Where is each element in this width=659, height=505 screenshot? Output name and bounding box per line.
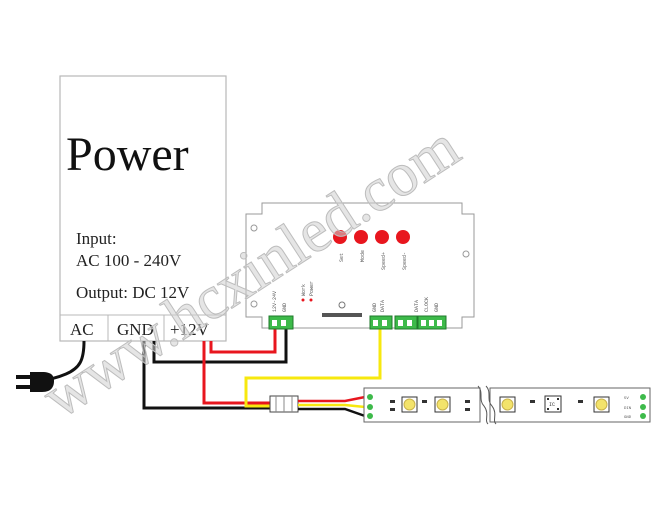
led-chip <box>401 396 418 413</box>
input-label: Input: <box>76 229 117 248</box>
label-right-clock: CLOCK <box>424 297 430 312</box>
red-wire-controller <box>209 328 277 354</box>
power-supply: Power Input: AC 100 - 240V Output: DC 12… <box>59 75 227 342</box>
label-mid-gnd: GND <box>372 303 378 312</box>
terminal-gnd: GND <box>117 320 154 339</box>
wires <box>142 328 382 418</box>
speed-up-button <box>375 230 389 244</box>
label-12v-24v: 12V-24V <box>272 291 278 312</box>
label-right-data: DATA <box>414 300 420 312</box>
output-spec: Output: DC 12V <box>76 283 190 302</box>
terminal-block-data <box>369 315 393 330</box>
black-wire-controller <box>152 328 288 364</box>
led-chip <box>434 396 451 413</box>
terminal-block-aux <box>394 315 418 330</box>
ic-chip: IC <box>544 395 562 413</box>
label-mid-data: DATA <box>380 300 386 312</box>
pad-label-5v: 5V <box>624 397 629 401</box>
label-work: Work <box>301 284 307 296</box>
button-label-speed-up: Speed+ <box>381 252 387 270</box>
pad-label-din: DIN <box>624 407 632 411</box>
ac-plug-icon <box>16 340 86 392</box>
input-range: AC 100 - 240V <box>76 251 182 270</box>
button-label-mode: Mode <box>360 250 366 262</box>
controller: Set Mode Speed+ Speed- 12V-24V GND Work … <box>245 202 475 330</box>
label-left-gnd: GND <box>282 303 288 312</box>
power-title: Power <box>66 128 189 181</box>
black-wire-strip <box>142 341 270 410</box>
terminal-ac: AC <box>70 320 94 339</box>
led-chip <box>593 396 610 413</box>
ic-label: IC <box>549 402 555 408</box>
terminal-block-power <box>268 315 294 330</box>
speed-down-button <box>396 230 410 244</box>
label-power: Power <box>309 281 315 296</box>
pad-label-gnd: GND <box>624 416 632 420</box>
mode-button <box>354 230 368 244</box>
terminal-block-spi <box>417 315 447 330</box>
set-button <box>333 230 347 244</box>
led-chip <box>499 396 516 413</box>
red-wire-strip <box>202 341 270 405</box>
label-right-gnd: GND <box>434 303 440 312</box>
yellow-wire <box>244 328 382 408</box>
led-strip: IC 5V DIN GND <box>363 385 651 425</box>
button-label-speed-down: Speed- <box>402 252 408 270</box>
terminal-12v: +12V <box>170 320 210 339</box>
button-label-set: Set <box>339 253 345 262</box>
